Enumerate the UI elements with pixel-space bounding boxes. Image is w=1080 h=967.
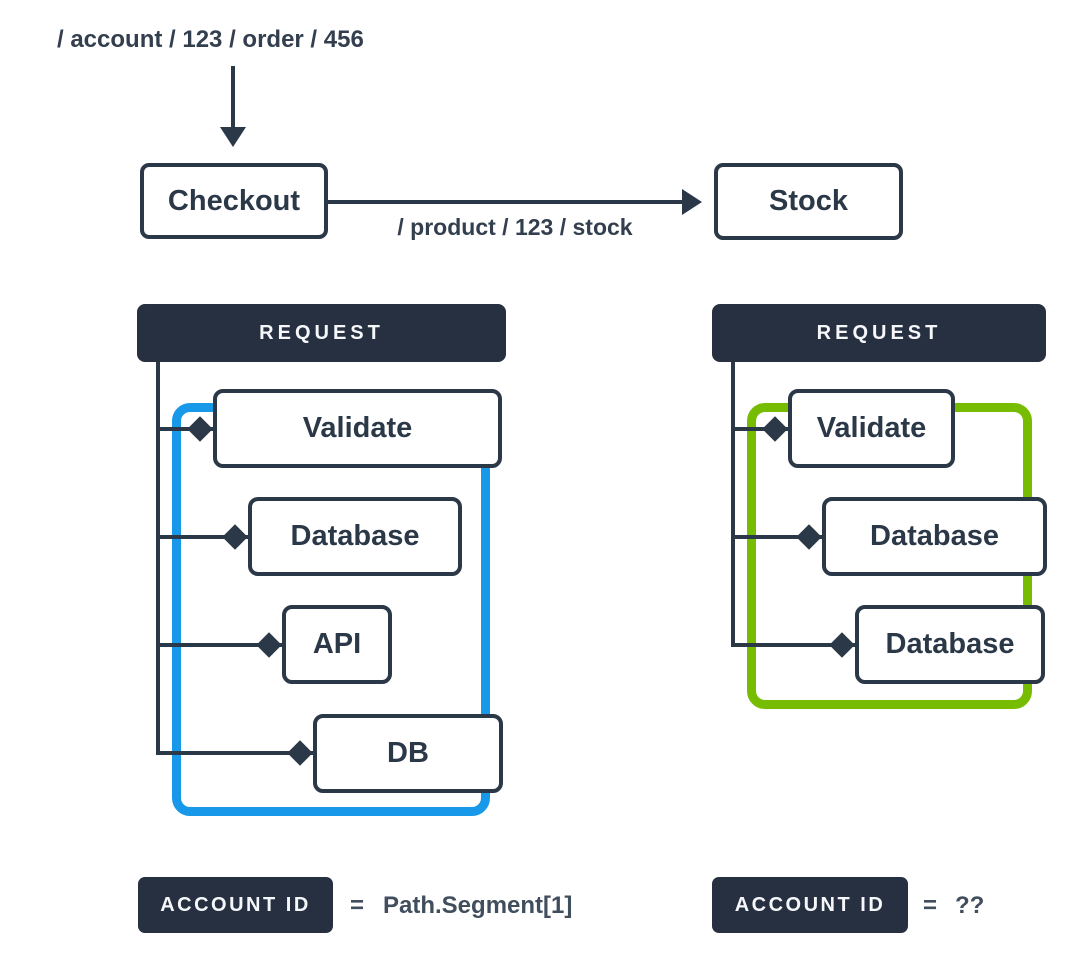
span-box-database: Database bbox=[822, 497, 1047, 576]
right-equals-sign: = bbox=[923, 892, 938, 919]
span-box-db: DB bbox=[313, 714, 503, 793]
stock-node: Stock bbox=[714, 163, 903, 240]
right-branch-line bbox=[731, 427, 788, 431]
checkout-node: Checkout bbox=[140, 163, 328, 239]
outgoing-path-label: / product / 123 / stock bbox=[397, 214, 633, 240]
left-request-header: REQUEST bbox=[137, 304, 506, 362]
span-box-validate: Validate bbox=[213, 389, 502, 468]
left-account-id-value: Path.Segment[1] bbox=[383, 892, 573, 919]
left-account-id-badge: ACCOUNT ID bbox=[138, 877, 333, 933]
left-branch-line bbox=[156, 535, 248, 539]
right-account-id-badge: ACCOUNT ID bbox=[712, 877, 908, 933]
right-branch-line bbox=[731, 643, 855, 647]
right-branch-line bbox=[731, 535, 822, 539]
span-box-api: API bbox=[282, 605, 392, 684]
left-equals-sign: = bbox=[350, 892, 365, 919]
span-box-validate: Validate bbox=[788, 389, 955, 468]
span-box-database: Database bbox=[248, 497, 462, 576]
span-box-database: Database bbox=[855, 605, 1045, 684]
incoming-path-label: / account / 123 / order / 456 bbox=[57, 26, 364, 53]
right-request-header: REQUEST bbox=[712, 304, 1046, 362]
right-account-id-value: ?? bbox=[955, 892, 985, 919]
left-branch-line bbox=[156, 427, 213, 431]
down-arrow-line bbox=[231, 66, 235, 128]
request-arrow-line bbox=[328, 200, 682, 204]
left-branch-line bbox=[156, 751, 313, 755]
down-arrow-icon bbox=[220, 127, 246, 147]
right-trunk-line bbox=[731, 362, 735, 647]
left-branch-line bbox=[156, 643, 282, 647]
left-trunk-line bbox=[156, 362, 160, 755]
right-arrow-icon bbox=[682, 189, 702, 215]
